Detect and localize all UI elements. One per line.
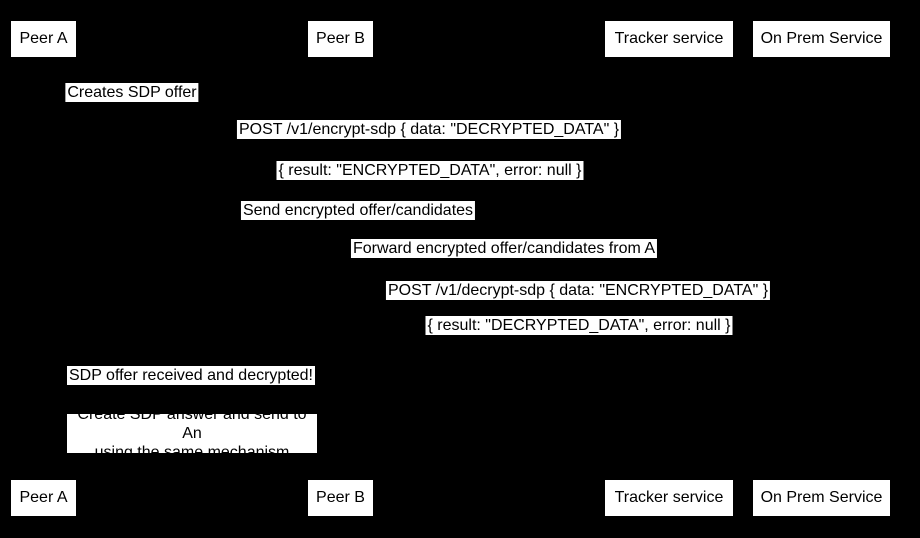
message-decrypt-sdp-result: { result: "DECRYPTED_DATA", error: null … — [425, 316, 733, 335]
message-encrypt-sdp-request: POST /v1/encrypt-sdp { data: "DECRYPTED_… — [236, 120, 622, 139]
actor-on-prem-service-bottom: On Prem Service — [753, 480, 890, 516]
actor-tracker-service-bottom-label: Tracker service — [614, 489, 724, 506]
message-creates-sdp-offer: Creates SDP offer — [65, 83, 199, 102]
note-line-1: Create SDP answer and send to An — [77, 406, 307, 442]
actor-tracker-service-bottom: Tracker service — [605, 480, 733, 516]
actor-peer-a-bottom-label: Peer A — [19, 489, 68, 506]
arrow-self-creates-offer — [43, 104, 82, 116]
actor-on-prem-service-top-label: On Prem Service — [760, 30, 883, 47]
actor-peer-b-top: Peer B — [308, 21, 373, 57]
actor-on-prem-service-bottom-label: On Prem Service — [760, 489, 883, 506]
actor-peer-a-top-label: Peer A — [19, 30, 68, 47]
actor-tracker-service-top-label: Tracker service — [614, 30, 724, 47]
actor-peer-a-top: Peer A — [11, 21, 76, 57]
actor-tracker-service-top: Tracker service — [605, 21, 733, 57]
actor-peer-b-bottom-label: Peer B — [316, 489, 365, 506]
message-send-encrypted-offer: Send encrypted offer/candidates — [240, 201, 476, 220]
actor-peer-b-bottom: Peer B — [308, 480, 373, 516]
actor-on-prem-service-top: On Prem Service — [753, 21, 890, 57]
note-create-sdp-answer: Create SDP answer and send to An using t… — [67, 406, 317, 461]
note-line-2: using the same mechanism — [94, 444, 290, 461]
message-decrypt-sdp-request: POST /v1/decrypt-sdp { data: "ENCRYPTED_… — [385, 281, 771, 300]
message-forward-encrypted-offer: Forward encrypted offer/candidates from … — [350, 239, 658, 258]
message-encrypt-sdp-result: { result: "ENCRYPTED_DATA", error: null … — [276, 161, 584, 180]
actor-peer-b-top-label: Peer B — [316, 30, 365, 47]
actor-peer-a-bottom: Peer A — [11, 480, 76, 516]
message-sdp-offer-received: SDP offer received and decrypted! — [67, 366, 315, 385]
